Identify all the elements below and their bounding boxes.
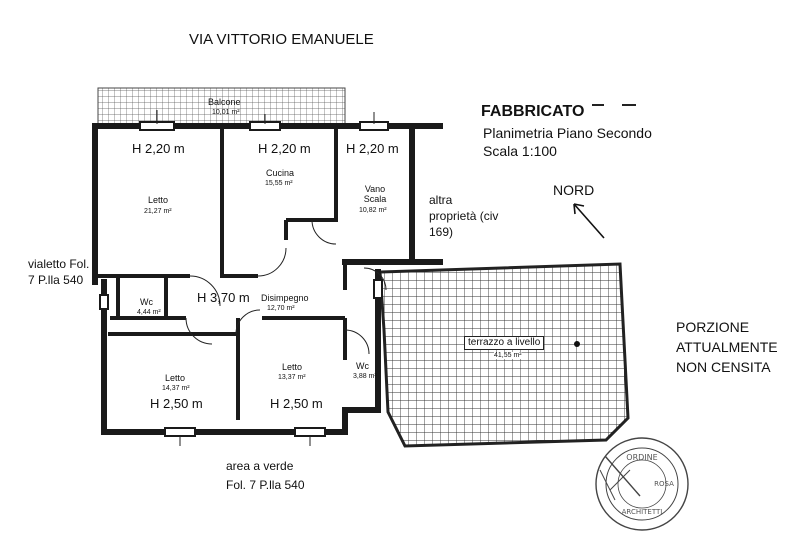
professional-stamp: ORDINE ARCHITETTI ROSA bbox=[595, 437, 689, 531]
north-label: NORD bbox=[553, 182, 595, 198]
interior-walls bbox=[98, 126, 347, 420]
plan-scale: Scala 1:100 bbox=[483, 143, 557, 159]
cucina-height: H 2,20 m bbox=[258, 141, 311, 156]
building-title: FABBRICATO bbox=[481, 103, 585, 120]
letto-2-name: Letto bbox=[165, 373, 186, 383]
north-arrow-icon bbox=[573, 203, 605, 239]
terrace-marker bbox=[574, 341, 580, 347]
green-area-parcel: Fol. 7 P.lla 540 bbox=[226, 478, 305, 492]
letto-3-name: Letto bbox=[282, 362, 303, 372]
svg-text:ARCHITETTI: ARCHITETTI bbox=[622, 508, 663, 516]
adjacent-property-label: altra proprietà (civ 169) bbox=[429, 193, 499, 239]
wc-2-area: 3,88 m² bbox=[353, 373, 377, 380]
balcony-area-value: 10,01 m² bbox=[212, 109, 240, 116]
letto-3-height: H 2,50 m bbox=[270, 396, 323, 411]
letto-1-height: H 2,20 m bbox=[132, 141, 185, 156]
letto-1-name: Letto bbox=[148, 195, 169, 205]
windows bbox=[99, 121, 389, 437]
balcony-name: Balcone bbox=[208, 97, 241, 107]
balcony-area bbox=[97, 87, 346, 125]
vano-scala-height: H 2,20 m bbox=[346, 141, 399, 156]
door-swings bbox=[185, 219, 387, 355]
wc-1-name: Wc bbox=[140, 297, 153, 307]
plan-subtitle: Planimetria Piano Secondo bbox=[483, 125, 652, 141]
uncensused-portion-label: PORZIONE ATTUALMENTE NON CENSITA bbox=[676, 319, 778, 375]
title-dash bbox=[592, 104, 604, 106]
disimpegno-height: H 3,70 m bbox=[197, 290, 250, 305]
west-path-label: vialetto Fol. 7 P.lla 540 bbox=[28, 257, 90, 287]
terrace-name: terrazzo a livello bbox=[464, 336, 545, 350]
disimpegno-area: 12,70 m² bbox=[267, 305, 295, 312]
green-area-label: area a verde bbox=[226, 459, 294, 473]
title-dash bbox=[622, 104, 636, 106]
letto-2-area: 14,37 m² bbox=[162, 385, 190, 392]
letto-1-area: 21,27 m² bbox=[144, 208, 172, 215]
cucina-name: Cucina bbox=[266, 168, 295, 178]
svg-text:ORDINE: ORDINE bbox=[626, 453, 657, 462]
letto-2-height: H 2,50 m bbox=[150, 396, 203, 411]
letto-3-area: 13,37 m² bbox=[278, 374, 306, 381]
wc-1-area: 4,44 m² bbox=[137, 309, 161, 316]
wc-2-name: Wc bbox=[356, 361, 369, 371]
terrace-area-value: 41,55 m² bbox=[494, 352, 522, 359]
disimpegno-name: Disimpegno bbox=[261, 293, 309, 303]
vano-scala-name: Vano Scala bbox=[363, 184, 387, 204]
street-name: VIA VITTORIO EMANUELE bbox=[189, 31, 374, 48]
vano-scala-area: 10,82 m² bbox=[359, 207, 387, 214]
svg-text:ROSA: ROSA bbox=[654, 480, 674, 488]
window-markers bbox=[156, 110, 375, 446]
cucina-area: 15,55 m² bbox=[265, 180, 293, 187]
